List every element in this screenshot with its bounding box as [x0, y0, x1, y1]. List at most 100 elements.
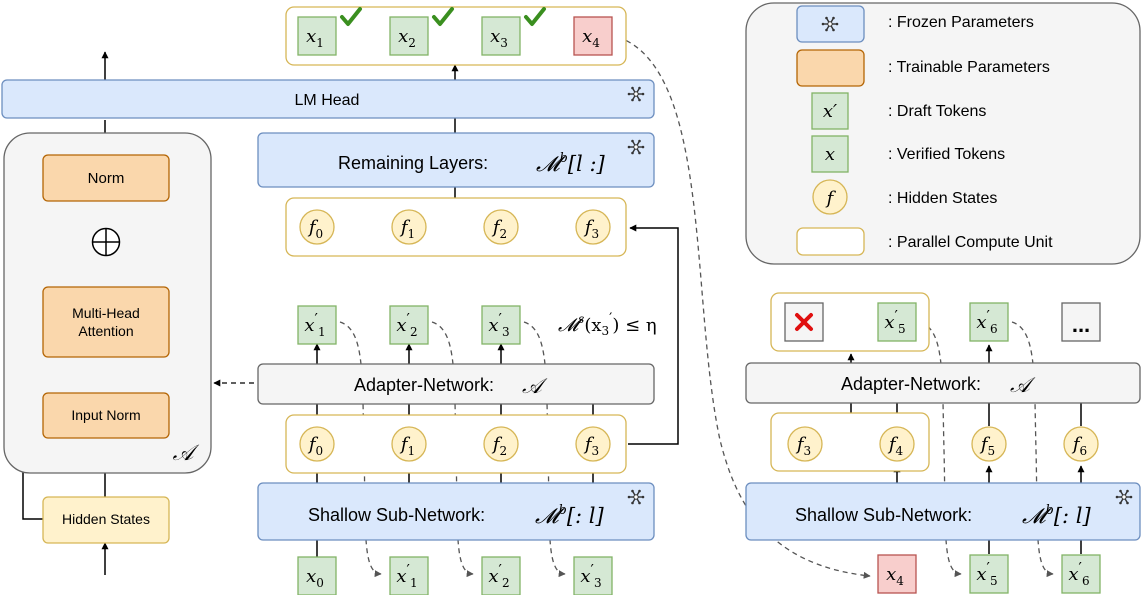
input-token: x0 [297, 556, 337, 595]
right-hidden-row: f3 f4 f5 f6 [787, 426, 1099, 462]
shallow-subnetwork-block [257, 482, 655, 541]
check-mark-icon [524, 7, 546, 26]
hidden-state: f0 [299, 426, 335, 462]
token-label: x3 [490, 26, 508, 50]
hidden-state: f4 [879, 426, 915, 462]
shallow-subnetwork-formula: 𝓜b[: l] [535, 503, 605, 528]
legend-frozen-label: : Frozen Parameters [888, 14, 1034, 31]
input-norm-block [42, 392, 170, 439]
right-shallow-subnetwork-label: Shallow Sub-Network: [795, 505, 972, 525]
right-shallow-subnetwork-formula: 𝓜b[: l] [1022, 503, 1092, 528]
attention-label-line1: Multi-Head [72, 305, 140, 321]
hidden-state: f5 [971, 426, 1007, 462]
hidden-state: f1 [391, 209, 427, 245]
hidden-state: f2 [483, 426, 519, 462]
confidence-threshold: 𝓜s(x3′) ≤ η [558, 311, 657, 338]
input-token: x′3 [573, 556, 613, 595]
input-token: x′2 [481, 556, 521, 595]
legend-trainable-label: : Trainable Parameters [888, 59, 1050, 76]
remaining-layers-block [257, 132, 655, 188]
legend-verified-label: : Verified Tokens [888, 146, 1005, 163]
token-label: x0 [306, 566, 324, 590]
check-mark-icon [340, 7, 362, 26]
upper-hidden-unit [285, 197, 627, 257]
hidden-states-input-block [42, 496, 170, 544]
right-adapter-network-label: Adapter-Network: [841, 374, 981, 394]
token-label: x′5 [976, 559, 997, 588]
token-label: x1 [306, 26, 324, 50]
hidden-state: f0 [299, 209, 335, 245]
norm-block [42, 154, 170, 202]
hidden-state: f2 [483, 209, 519, 245]
input-token-row: x0 x′1 x′2 x′3 [297, 556, 613, 595]
token-label: x4 [886, 564, 904, 588]
token-label: x′3 [488, 310, 509, 339]
verified-tokens-unit [285, 6, 627, 66]
ellipsis-label: ... [1072, 312, 1090, 337]
cross-mark-icon [795, 313, 813, 331]
legend-draft-swatch [811, 92, 849, 130]
adapter-network-block [257, 363, 655, 405]
lower-hidden-row: f0 f1 f2 f3 [299, 426, 611, 462]
right-adapter-network-block [745, 362, 1141, 404]
shallow-subnetwork-label: Shallow Sub-Network: [308, 505, 485, 525]
legend-parallel-label: : Parallel Compute Unit [888, 234, 1053, 251]
token-label: x′1 [396, 561, 417, 590]
right-input-tokens: x4 x′5 x′6 [877, 554, 1101, 594]
hidden-state: f6 [1063, 426, 1099, 462]
legend-draft-label: : Draft Tokens [888, 103, 986, 120]
verified-token: x1 [297, 16, 337, 56]
rejected-input-token: x4 [877, 554, 917, 594]
hidden-state: f3 [575, 209, 611, 245]
lm-head-block [1, 79, 655, 119]
legend-parallel-swatch [796, 227, 865, 256]
legend-verified-symbol: x [825, 144, 835, 165]
legend: x′ x f : Frozen Parameters : Trainable P… [745, 2, 1141, 265]
token-label: x′5 [884, 307, 905, 336]
legend-trainable-swatch [796, 49, 865, 87]
rejected-token [784, 302, 824, 342]
token-label: x2 [398, 26, 416, 50]
adapter-network-label: Adapter-Network: [354, 375, 494, 395]
hidden-states-input-label: Hidden States [62, 511, 150, 527]
remaining-layers-label: Remaining Layers: [338, 153, 488, 173]
lower-hidden-unit [285, 414, 627, 474]
legend-draft-symbol: x′ [823, 101, 837, 122]
verified-token: x3 [481, 16, 521, 56]
attention-label-line2: Attention [78, 323, 133, 339]
input-token: x′1 [389, 556, 429, 595]
legend-hidden-swatch [812, 179, 848, 215]
rejected-verified-token: x4 [573, 16, 613, 56]
draft-token: x′3 [481, 305, 521, 345]
token-label: x′1 [304, 310, 325, 339]
adapter-detail-panel: Norm Multi-Head Attention Input Norm 𝒜 H… [3, 132, 212, 544]
hidden-state: f1 [391, 426, 427, 462]
upper-hidden-row: f0 f1 f2 f3 [299, 209, 611, 245]
multi-head-attention-block [42, 286, 170, 358]
token-label: x′6 [976, 307, 997, 336]
input-token: x′6 [1061, 554, 1101, 594]
input-norm-label: Input Norm [71, 407, 140, 423]
draft-token: x′6 [969, 302, 1009, 342]
token-label: x′2 [396, 310, 417, 339]
lm-head-label: LM Head [295, 92, 360, 109]
continuation-token [1061, 302, 1101, 342]
right-shallow-subnetwork-block [745, 482, 1141, 541]
token-label: x4 [582, 26, 600, 50]
check-mark-icon [432, 7, 454, 26]
draft-token: x′2 [389, 305, 429, 345]
hidden-state: f3 [787, 426, 823, 462]
circle-plus-icon [91, 227, 121, 257]
remaining-layers-formula: 𝓜b[l :] [536, 151, 606, 176]
legend-verified-swatch [811, 135, 849, 173]
top-token-row: x1 x2 x3 x4 [297, 7, 613, 56]
draft-token: x′1 [297, 305, 337, 345]
right-output-tokens: x′5 x′6 [877, 302, 1009, 342]
draft-token-row: x′1 x′2 x′3 [297, 305, 521, 345]
hidden-state: f3 [575, 426, 611, 462]
token-label: x′3 [580, 561, 601, 590]
token-label: x′2 [488, 561, 509, 590]
main-flow: x1 x2 x3 x4 LM Head Remaining Layers: 𝓜b[l … [1, 6, 657, 595]
